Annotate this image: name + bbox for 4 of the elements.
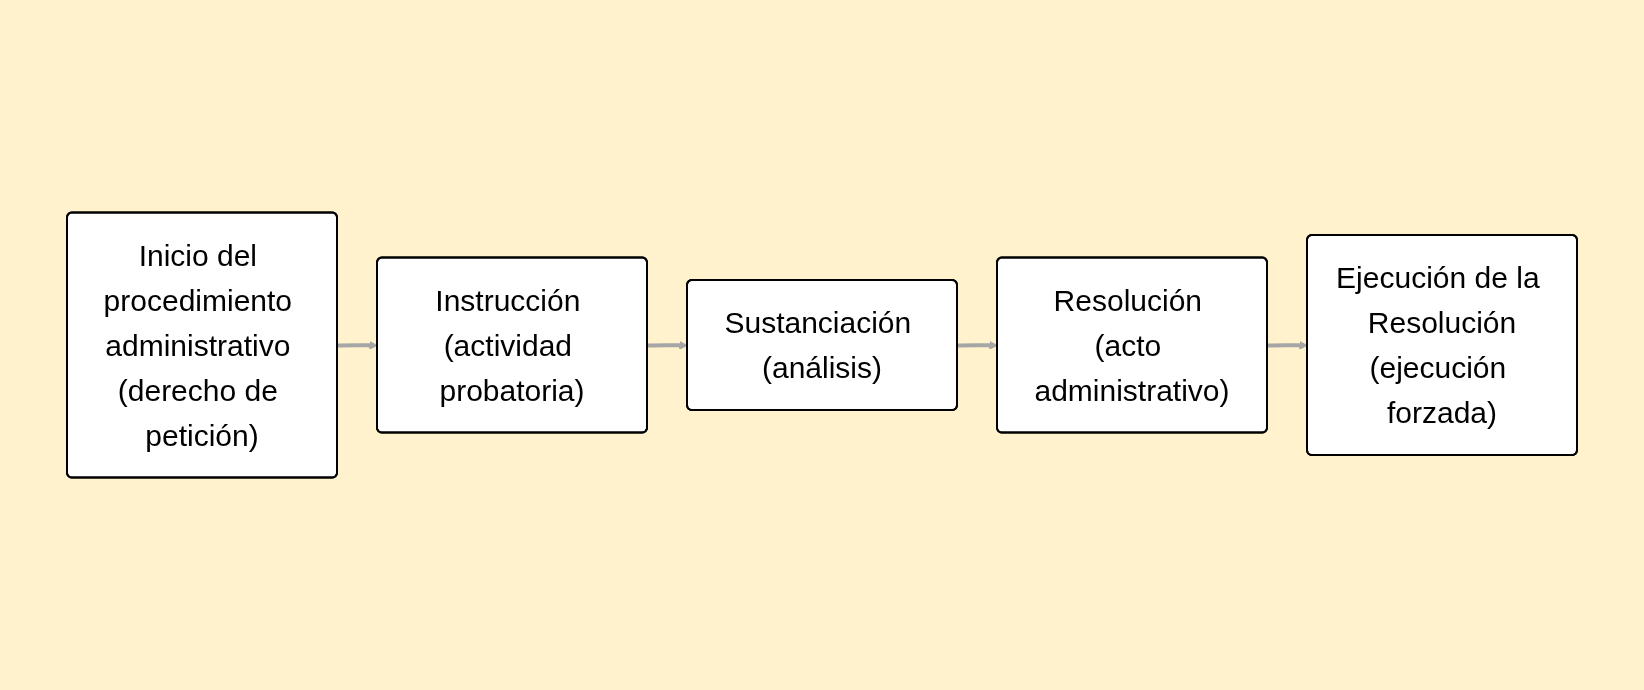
arrow <box>337 340 378 350</box>
arrow <box>957 340 998 350</box>
arrow <box>1267 340 1308 350</box>
arrow <box>647 340 688 350</box>
